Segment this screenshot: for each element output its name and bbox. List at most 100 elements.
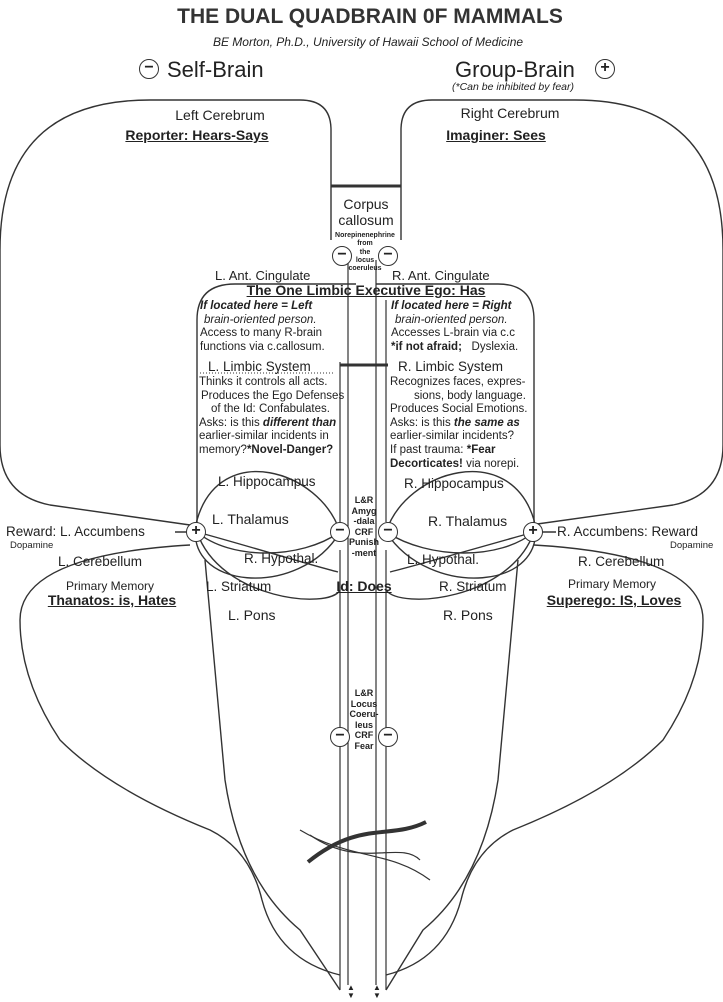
left-striatum-arc	[196, 531, 341, 600]
left-reward-label: Reward: L. Accumbens	[6, 524, 145, 539]
right-dopamine-label: Dopamine	[670, 540, 714, 551]
left-desc-different: different than	[262, 416, 337, 429]
norepi-line-2: from	[357, 240, 373, 248]
right-condition: *if not afraid;	[391, 340, 462, 353]
left-hippocampus-label: L. Hippocampus	[218, 474, 316, 489]
norepi-line-1: Norepinenephrine	[335, 232, 395, 239]
amygdala-line-6: -ment	[351, 547, 377, 558]
locus-line-1: L&R	[354, 688, 374, 698]
superego-label: Superego: IS, Loves	[546, 592, 682, 608]
left-cerebellum-outline	[19, 544, 341, 976]
author-line: BE Morton, Ph.D., University of Hawaii S…	[212, 35, 524, 49]
left-thalamus-arc	[196, 531, 341, 554]
left-desc-line6: memory?*Novel-Danger?	[199, 444, 344, 458]
left-cerebrum-label: Left Cerebrum	[175, 107, 265, 123]
minus-sign-icon: −	[139, 59, 159, 79]
corpus-label-line1: Corpus	[343, 196, 389, 212]
left-desc-ask: Asks: is this	[199, 416, 260, 429]
right-accumbens-plus-icon: +	[523, 522, 543, 542]
left-pons-label: L. Pons	[228, 607, 276, 623]
right-limbic-outline	[376, 283, 535, 525]
amygdala-line-4: CRF	[354, 526, 374, 537]
right-cingulate-label: R. Ant. Cingulate	[392, 268, 490, 283]
left-access-line1: Access to many R-brain	[200, 327, 323, 340]
left-limbic-system-label: L. Limbic System	[208, 359, 311, 374]
amygdala-line-5: Punish	[348, 537, 380, 547]
left-dopamine-label: Dopamine	[10, 540, 54, 551]
right-limbic-upper-block: If located here = Right brain-oriented p…	[391, 300, 531, 354]
norepi-line-5: coeruleus	[348, 265, 382, 273]
amygdala-right-minus-icon: −	[378, 522, 398, 542]
left-desc-line5: earlier-similar incidents in	[199, 430, 329, 443]
amygdala-left-minus-icon: −	[330, 522, 350, 542]
norepi-line-4: locus	[355, 256, 375, 264]
locus-line-6: Fear	[354, 740, 374, 751]
right-cerebellum-label: R. Cerebellum	[578, 554, 665, 569]
left-desc-line4: Asks: is this different than	[199, 417, 344, 431]
right-cerebrum-outline	[400, 99, 723, 526]
right-thalamus-label: R. Thalamus	[428, 513, 508, 529]
inhibited-note: (*Can be inhibited by fear)	[452, 81, 574, 93]
right-desc-line7: Decorticates! via norepi.	[390, 458, 527, 472]
left-location-line1: If located here = Left	[200, 300, 313, 312]
left-cingulate-label: L. Ant. Cingulate	[215, 268, 311, 283]
left-access-line2: functions via c.callosum.	[200, 340, 325, 353]
right-pons-label: R. Pons	[443, 607, 493, 623]
right-desc-line5: earlier-similar incidents?	[390, 430, 514, 443]
right-reward-label: R. Accumbens: Reward	[557, 524, 699, 539]
right-access-line: Accesses L-brain via c.c	[391, 327, 515, 340]
cross-tract-thin-2	[309, 834, 421, 861]
right-primary-memory-label: Primary Memory	[567, 577, 657, 591]
right-cerebellum-outline	[385, 544, 704, 976]
left-limbic-upper-block: If located here = Left brain-oriented pe…	[200, 300, 340, 354]
left-arrows: ▲▼	[347, 983, 355, 1000]
amygdala-line-1: L&R	[354, 495, 374, 505]
left-cerebellum-label: L. Cerebellum	[58, 554, 143, 569]
right-cerebrum-role: Imaginer: Sees	[446, 127, 546, 143]
locus-line-4: leus	[354, 719, 373, 730]
right-desc-line3: Produces Social Emotions.	[390, 403, 528, 416]
left-desc-novel-danger: *Novel-Danger?	[246, 443, 334, 456]
corpus-callosum-label: Corpus callosum	[338, 196, 393, 228]
left-up-down-arrow-icon: ▲▼	[347, 983, 355, 1000]
left-location-line2: brain-oriented person.	[204, 313, 317, 326]
callosum-right-minus-icon: −	[378, 246, 398, 266]
left-cerebrum-role: Reporter: Hears-Says	[125, 127, 269, 143]
right-desc-same-as: the same as	[453, 416, 520, 429]
right-limbic-system-label: R. Limbic System	[398, 359, 504, 374]
plus-sign-icon: +	[595, 59, 615, 79]
right-striatum-arc	[385, 531, 535, 600]
right-desc-line1: Recognizes faces, expres-	[390, 376, 526, 388]
locus-line-5: CRF	[354, 730, 374, 740]
locus-line-2: Locus	[350, 698, 378, 709]
right-hippocampus-label: R. Hippocampus	[404, 476, 504, 491]
thanatos-label: Thanatos: is, Hates	[47, 592, 177, 608]
locus-left-minus-icon: −	[330, 727, 350, 747]
left-desc-memory: memory?	[199, 443, 247, 456]
locus-line-3: Coeru-	[349, 709, 379, 719]
right-limbic-desc: Recognizes faces, expres- sions, body la…	[390, 376, 527, 471]
right-thalamus-arc	[385, 531, 535, 554]
locus-right-minus-icon: −	[378, 727, 398, 747]
corpus-label-line2: callosum	[338, 212, 394, 228]
right-location-line1: If located here = Right	[391, 300, 512, 312]
right-desc-decorticates: Decorticates!	[390, 457, 463, 470]
left-thalamus-label: L. Thalamus	[212, 511, 289, 527]
amygdala-label: L&R Amyg -dala CRF Punish -ment	[349, 495, 379, 558]
right-desc-fear: *Fear	[466, 443, 496, 456]
ego-title: The One Limbic Executive Ego: Has	[246, 282, 486, 298]
left-desc-line2: Produces the Ego Defenses	[201, 389, 345, 402]
left-accumbens-plus-icon: +	[186, 522, 206, 542]
left-limbic-desc: Thinks it controls all acts. Produces th…	[199, 376, 344, 458]
norepinephrine-label: Norepinenephrine from the locus coeruleu…	[335, 232, 395, 273]
right-desc-line6: If past trauma: *Fear	[390, 444, 527, 458]
right-desc-via-norepi: via norepi.	[466, 457, 520, 470]
right-up-down-arrow-icon: ▲▼	[373, 984, 381, 1000]
right-desc-line4: Asks: is this the same as	[390, 417, 527, 431]
right-condition-note: Dyslexia.	[471, 340, 519, 353]
callosum-left-minus-icon: −	[332, 246, 352, 266]
left-desc-line1: Thinks it controls all acts.	[199, 376, 328, 388]
thick-cross-tract	[306, 820, 427, 864]
id-label: Id: Does	[336, 578, 392, 594]
left-hippocampus-loop	[194, 470, 341, 579]
